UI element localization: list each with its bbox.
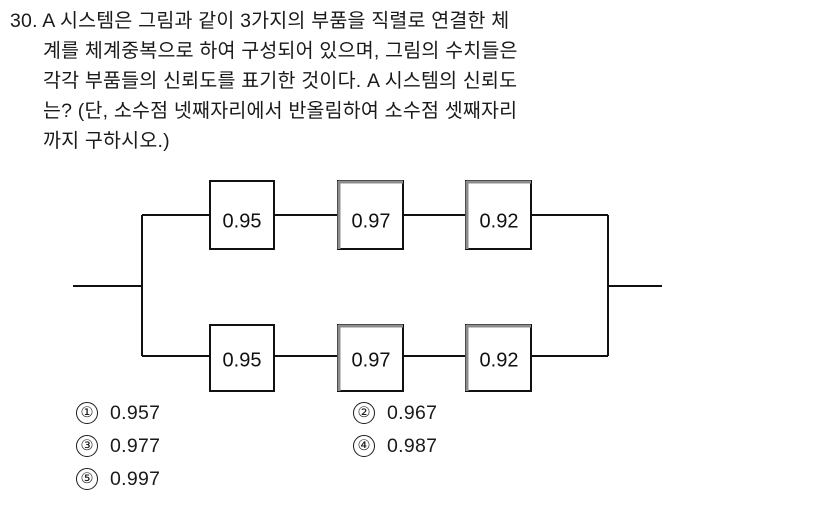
question-line-3: 각각 부품들의 신뢰도를 표기한 것이다. A 시스템의 신뢰도: [43, 70, 518, 92]
choice-option-4[interactable]: ④ 0.987: [353, 435, 437, 457]
choice-row-1: ① 0.957 ② 0.967: [0, 402, 826, 435]
component-box-bottom-3: 0.92: [464, 323, 533, 393]
diagram-wires: [73, 213, 662, 358]
component-box-top-1: 0.95: [208, 179, 276, 251]
component-value-bottom-2: 0.97: [352, 349, 391, 371]
component-value-bottom-3: 0.92: [480, 349, 519, 371]
choice-option-2[interactable]: ② 0.967: [353, 402, 437, 424]
choice-value-2: 0.967: [387, 402, 438, 424]
component-box-bottom-1: 0.95: [208, 323, 276, 393]
component-value-top-3: 0.92: [480, 210, 519, 232]
component-box-bottom-2: 0.97: [336, 323, 405, 393]
choice-marker-4: ④: [353, 435, 375, 457]
choice-marker-1: ①: [76, 402, 98, 424]
question-line-4: 는? (단, 소수점 넷째자리에서 반올림하여 소수점 셋째자리: [43, 100, 518, 122]
choice-marker-5: ⑤: [76, 468, 98, 490]
choice-option-3[interactable]: ③ 0.977: [76, 435, 160, 457]
bottom-path-boxes: 0.95 0.97 0.92: [208, 323, 533, 393]
answer-choices: ① 0.957 ② 0.967 ③ 0.977 ④ 0.987 ⑤ 0.997: [0, 402, 826, 522]
component-value-top-1: 0.95: [223, 210, 262, 232]
question-line-1: 30. A 시스템은 그림과 같이 3가지의 부품을 직렬로 연결한 체: [10, 10, 510, 32]
choice-marker-2: ②: [353, 402, 375, 424]
choice-row-2: ③ 0.977 ④ 0.987: [0, 435, 826, 468]
choice-option-5[interactable]: ⑤ 0.997: [76, 468, 160, 490]
choice-value-5: 0.997: [110, 468, 161, 490]
top-path-boxes: 0.95 0.97 0.92: [208, 179, 533, 251]
choice-marker-3: ③: [76, 435, 98, 457]
component-value-bottom-1: 0.95: [223, 349, 262, 371]
choice-row-3: ⑤ 0.997: [0, 468, 826, 501]
choice-value-4: 0.987: [387, 435, 438, 457]
reliability-block-diagram: 0.95 0.97 0.92 0.95: [0, 163, 826, 403]
component-value-top-2: 0.97: [352, 210, 391, 232]
component-box-top-3: 0.92: [464, 179, 533, 251]
question-text-block: 30. A 시스템은 그림과 같이 3가지의 부품을 직렬로 연결한 체 계를 …: [10, 6, 710, 156]
question-line-5: 까지 구하시오.): [43, 130, 170, 152]
component-box-top-2: 0.97: [336, 179, 405, 251]
question-line-2: 계를 체계중복으로 하여 구성되어 있으며, 그림의 수치들은: [43, 40, 518, 62]
choice-option-1[interactable]: ① 0.957: [76, 402, 160, 424]
choice-value-3: 0.977: [110, 435, 161, 457]
choice-value-1: 0.957: [110, 402, 161, 424]
